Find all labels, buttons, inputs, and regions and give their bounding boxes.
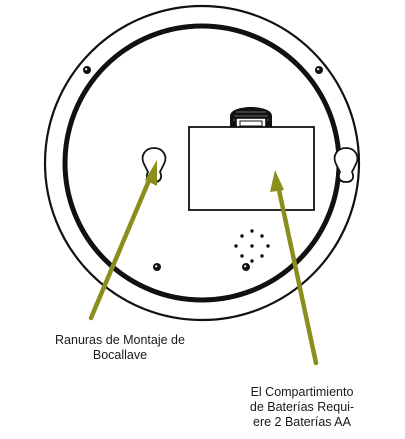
battery-compartment-label-line-1: El Compartimiento	[250, 385, 354, 399]
mounting-slots-label-line-1: Ranuras de Montaje de	[55, 333, 185, 347]
battery-compartment-door	[188, 126, 315, 211]
battery-compartment-label-line-3: ere 2 Baterías AA	[253, 415, 351, 429]
battery-compartment-label: El Compartimiento de Baterías Requi- ere…	[222, 385, 382, 430]
keyhole-slot-right-icon	[333, 147, 359, 183]
arrow-mounting-slot	[88, 160, 157, 321]
mounting-slots-label: Ranuras de Montaje de Bocallave	[30, 333, 210, 363]
mounting-slots-label-line-2: Bocallave	[92, 348, 148, 362]
speaker-grille-icon	[234, 229, 270, 263]
screw-top-right-icon	[315, 66, 323, 74]
screw-top-left-icon	[83, 66, 91, 74]
arrow-battery-compartment	[270, 170, 319, 366]
screw-bottom-left-icon	[153, 263, 161, 271]
screw-bottom-right-icon	[242, 263, 250, 271]
battery-compartment-label-line-2: de Baterías Requi-	[249, 400, 355, 414]
battery-latch-icon	[230, 107, 272, 129]
